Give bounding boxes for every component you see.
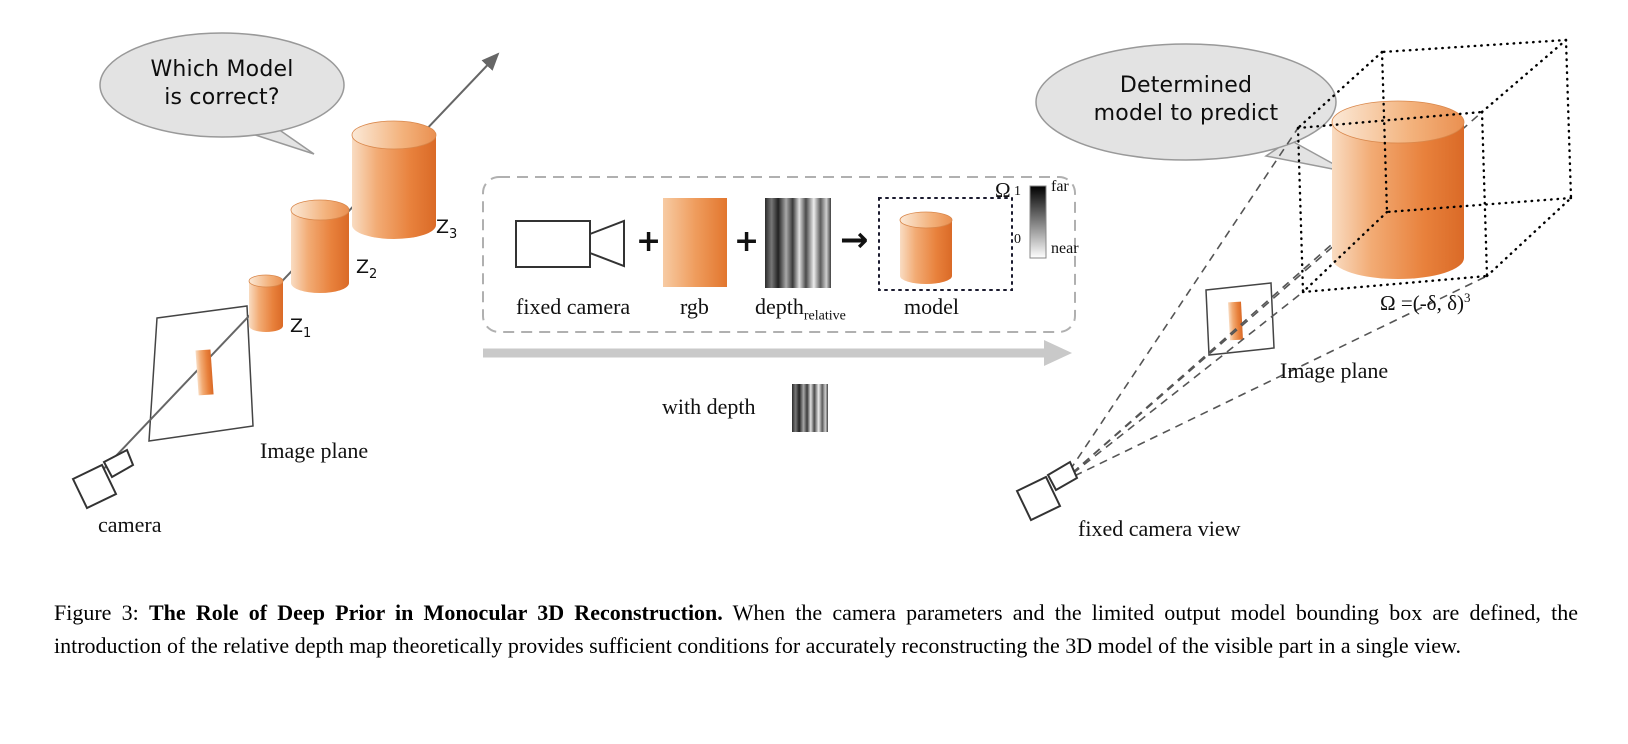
z2-label: Z2 <box>356 256 378 282</box>
fixed-camera-label: fixed camera <box>516 294 631 319</box>
projected-object-strip-right <box>1228 301 1243 341</box>
omega-symbol: Ω <box>995 178 1011 202</box>
fixed-camera-view-label: fixed camera view <box>1078 516 1241 541</box>
model-cylinder <box>899 211 953 284</box>
fixed-camera-icon <box>515 219 625 268</box>
bubble-right-line1: Determined <box>1119 73 1253 98</box>
speech-bubble-right-body <box>1035 43 1337 161</box>
relative-depth-map <box>765 198 831 288</box>
omega-equation-label: Ω =(-δ, δ)3 <box>1380 290 1471 315</box>
rgb-image <box>663 198 727 287</box>
diagram-svg <box>71 32 1573 522</box>
speech-bubble-left <box>99 32 345 155</box>
camera-left-label: camera <box>98 512 162 537</box>
pipeline-dashed-container <box>482 176 1076 333</box>
bounding-cube-dotted <box>1296 38 1573 294</box>
depth-label: depthrelative <box>755 294 846 324</box>
colorbar-bottom-value: 0 <box>1014 232 1021 247</box>
pipeline-box <box>482 176 1076 432</box>
cylinder-z1 <box>248 274 284 332</box>
camera-icon-right <box>1015 460 1079 522</box>
bubble-right-line2: model to predict <box>1093 101 1279 126</box>
predicted-cylinder <box>1331 100 1465 279</box>
z3-label: Z3 <box>436 216 458 242</box>
rgb-label: rgb <box>680 294 709 319</box>
flow-arrow-gray <box>483 340 1072 366</box>
colorbar-near-label: near <box>1051 240 1079 257</box>
camera-icon-left <box>71 448 135 510</box>
with-depth-label: with depth <box>662 394 756 419</box>
bubble-left-line2: is correct? <box>164 85 280 110</box>
speech-bubble-right-text: Determined model to predict <box>1038 72 1334 128</box>
caption-title: The Role of Deep Prior in Monocular 3D R… <box>148 600 723 625</box>
caption-prefix: Figure 3: <box>54 600 139 625</box>
colorbar-far-label: far <box>1051 178 1069 195</box>
plus-sign-1: + <box>636 224 662 259</box>
speech-bubble-right <box>1035 43 1349 173</box>
z1-label: Z1 <box>290 315 312 341</box>
caption-body: When the camera parameters and the limit… <box>54 600 1578 658</box>
pipeline-arrow-icon: → <box>840 220 869 260</box>
figure-caption: Figure 3: The Role of Deep Prior in Mono… <box>54 596 1578 662</box>
right-scene <box>1015 38 1573 522</box>
cylinder-z3 <box>351 120 437 239</box>
image-plane-right-label: Image plane <box>1280 358 1389 383</box>
left-scene <box>71 32 500 510</box>
bubble-left-line1: Which Model <box>150 57 294 82</box>
colorbar-top-value: 1 <box>1014 184 1021 199</box>
speech-bubble-left-body <box>99 32 345 138</box>
speech-bubble-left-text: Which Model is correct? <box>100 56 344 112</box>
depth-colorbar <box>1029 185 1047 259</box>
image-plane-left-label: Image plane <box>260 438 369 463</box>
cylinder-z2 <box>290 199 350 293</box>
with-depth-strip <box>792 384 828 432</box>
model-label: model <box>904 294 959 319</box>
plus-sign-2: + <box>734 224 760 259</box>
projected-object-strip-left <box>195 349 214 396</box>
